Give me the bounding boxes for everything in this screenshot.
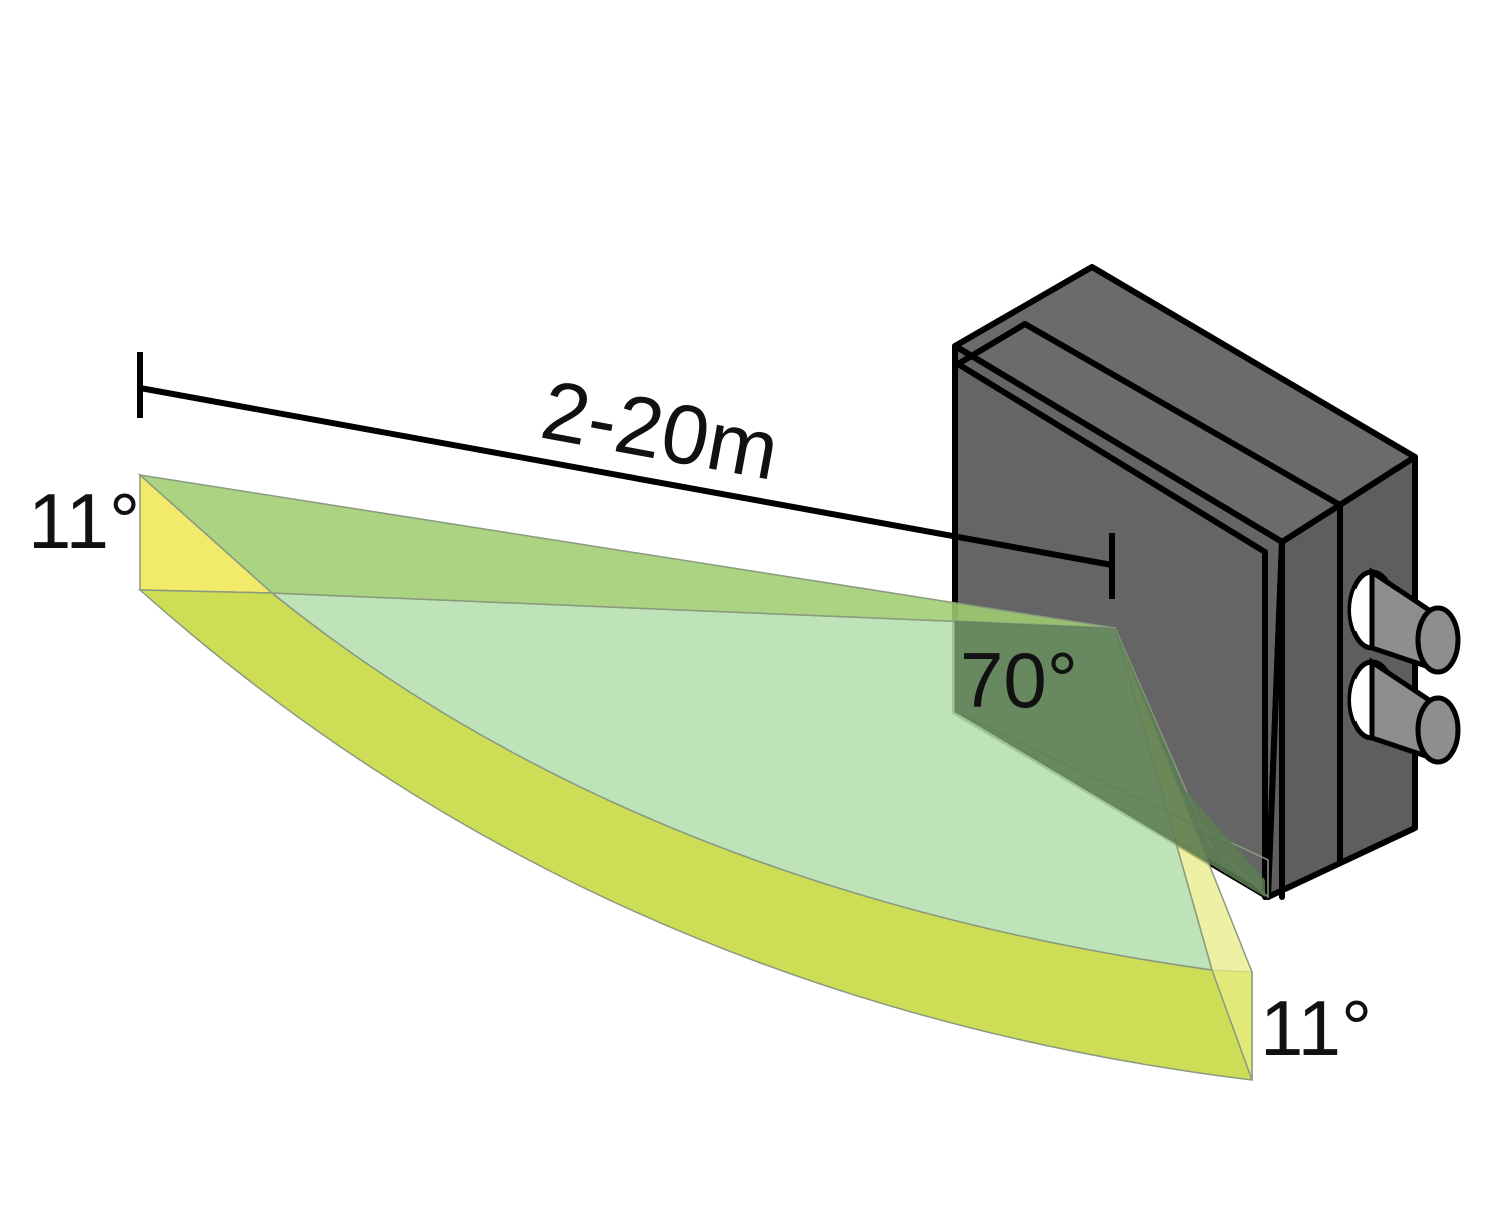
range-label: 2-20m <box>535 362 786 497</box>
range-line <box>139 385 1113 568</box>
beam-sensor-overlap <box>955 621 1265 897</box>
cable-connector-icon <box>1347 567 1461 765</box>
horizontal-angle-label: 70° <box>960 636 1078 724</box>
beam-top-face <box>137 473 1116 629</box>
connector-upper <box>1347 567 1461 675</box>
sensor-seam-top <box>955 321 1028 367</box>
sensor-seam-top-long <box>1022 321 1343 508</box>
sensor-seam-front <box>955 361 1268 555</box>
range-dimension-line <box>137 352 1115 599</box>
radar-sensor-icon <box>952 264 1418 900</box>
vertical-angle-label-right: 11° <box>1260 984 1372 1072</box>
vertical-angle-label-left: 11° <box>28 477 140 565</box>
connector-lower <box>1347 657 1461 765</box>
